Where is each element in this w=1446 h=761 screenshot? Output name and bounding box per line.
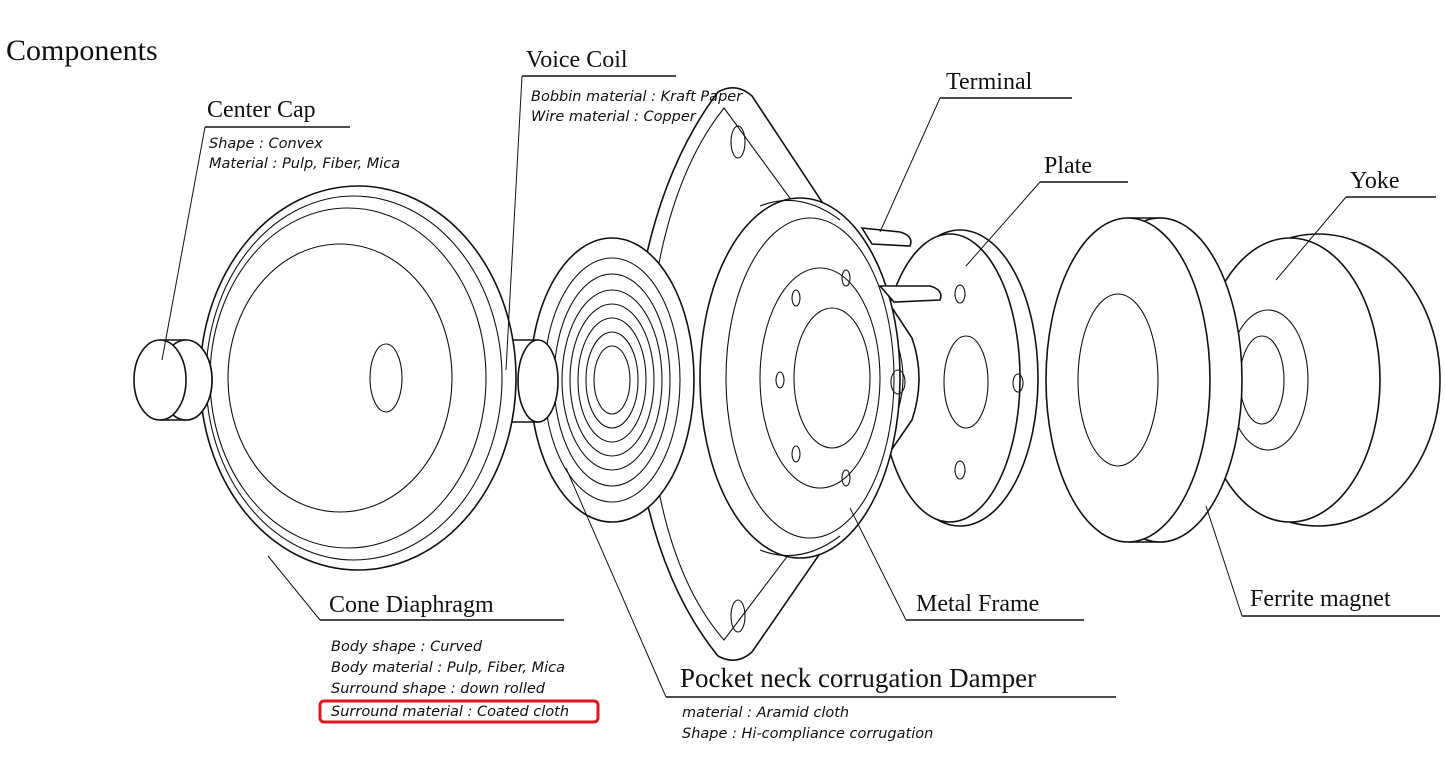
voice-coil-label: Voice Coil (526, 47, 628, 73)
ferrite-magnet-part (1045, 217, 1243, 543)
page-title: Components (6, 34, 158, 67)
metal-frame-label: Metal Frame (916, 591, 1039, 617)
terminal-label: Terminal (946, 69, 1033, 95)
yoke-part (1195, 233, 1441, 527)
center-cap-label: Center Cap (207, 97, 316, 123)
center-cap-callout: Center Cap Shape : Convex Material : Pul… (207, 97, 400, 172)
terminal-part (860, 227, 942, 303)
cone-diaphragm-callout: Cone Diaphragm Body shape : Curved Body … (318, 592, 600, 724)
cone-diaphragm-spec-4: Surround material : Coated cloth (331, 704, 569, 720)
cone-diaphragm-spec-2: Body material : Pulp, Fiber, Mica (331, 660, 565, 676)
cone-diaphragm-spec-1: Body shape : Curved (331, 639, 483, 655)
damper-spec-1: material : Aramid cloth (682, 705, 849, 721)
cone-diaphragm-label: Cone Diaphragm (329, 592, 494, 618)
cone-diaphragm-part (199, 185, 517, 571)
yoke-callout: Yoke (1350, 168, 1400, 194)
voice-coil-callout: Voice Coil Bobbin material : Kraft Paper… (526, 47, 743, 125)
ferrite-magnet-label: Ferrite magnet (1250, 586, 1391, 612)
damper-callout: Pocket neck corrugation Damper material … (680, 663, 1036, 742)
plate-callout: Plate (1044, 153, 1092, 179)
damper-label: Pocket neck corrugation Damper (680, 663, 1036, 693)
plate-label: Plate (1044, 153, 1092, 179)
highlight-box (318, 699, 600, 724)
plate-part (879, 229, 1039, 527)
cone-diaphragm-spec-3: Surround shape : down rolled (331, 681, 546, 697)
damper-spec-2: Shape : Hi-compliance corrugation (682, 726, 933, 742)
leader-lines (161, 75, 1440, 698)
terminal-callout: Terminal (946, 69, 1033, 95)
voice-coil-spec-2: Wire material : Copper (531, 109, 697, 125)
ferrite-magnet-callout: Ferrite magnet (1250, 586, 1391, 612)
center-cap-spec-1: Shape : Convex (209, 136, 323, 152)
center-cap-part (133, 339, 213, 421)
center-cap-spec-2: Material : Pulp, Fiber, Mica (209, 156, 400, 172)
yoke-label: Yoke (1350, 168, 1400, 194)
voice-coil-spec-1: Bobbin material : Kraft Paper (531, 89, 743, 105)
metal-frame-callout: Metal Frame (916, 591, 1039, 617)
